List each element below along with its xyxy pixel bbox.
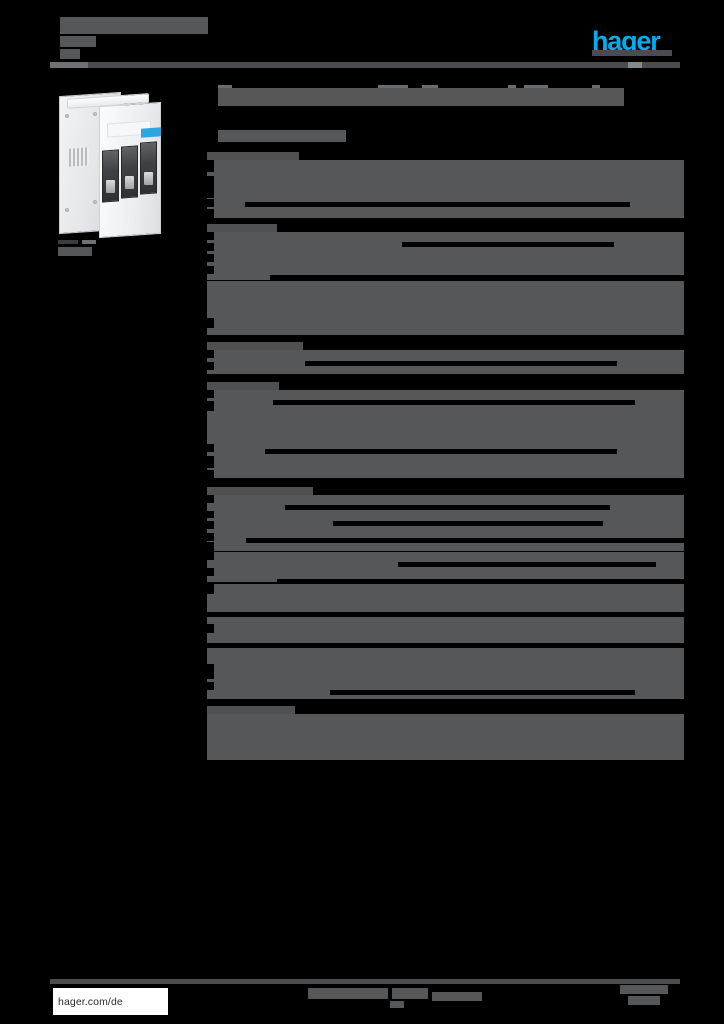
row-gutter bbox=[207, 209, 214, 218]
footer-page-number-redacted bbox=[628, 996, 660, 1005]
row-gutter bbox=[207, 176, 214, 198]
row-leader bbox=[333, 521, 603, 526]
section-header-redacted bbox=[207, 152, 299, 160]
footer-center-text-redacted bbox=[432, 992, 482, 1001]
product-screw bbox=[93, 112, 97, 116]
row-leader bbox=[330, 690, 635, 695]
product-blue-accent bbox=[141, 127, 161, 138]
product-screw bbox=[65, 114, 69, 118]
row-gutter bbox=[207, 444, 214, 452]
table-section bbox=[207, 281, 684, 335]
row-gutter bbox=[207, 511, 214, 518]
table-section bbox=[207, 160, 684, 218]
row-gutter bbox=[207, 521, 214, 529]
product-terminal-pin bbox=[125, 176, 134, 189]
row-gutter bbox=[207, 456, 214, 468]
row-gutter bbox=[207, 318, 214, 328]
section-header-redacted bbox=[207, 224, 277, 232]
image-caption-redacted bbox=[58, 240, 78, 244]
product-screw bbox=[93, 200, 97, 204]
footer-center-sub-redacted bbox=[390, 1001, 404, 1008]
header-title-redacted bbox=[60, 17, 208, 34]
table-section bbox=[207, 584, 684, 612]
row-gutter bbox=[207, 362, 214, 370]
document-title-redacted bbox=[218, 88, 624, 106]
product-screw bbox=[65, 208, 69, 212]
hager-logo: hager bbox=[592, 26, 661, 56]
hager-logo-underline bbox=[592, 50, 672, 56]
header-divider-cap-left bbox=[50, 62, 88, 68]
row-leader bbox=[305, 361, 617, 366]
row-leader bbox=[246, 538, 684, 543]
row-gutter bbox=[207, 266, 214, 274]
row-gutter bbox=[207, 243, 214, 251]
row-gutter bbox=[207, 568, 214, 576]
table-section bbox=[207, 648, 684, 674]
row-gutter bbox=[207, 350, 214, 358]
row-leader bbox=[277, 644, 684, 649]
product-image bbox=[55, 88, 167, 239]
row-leader bbox=[277, 612, 684, 617]
product-fuse-slot bbox=[102, 149, 119, 203]
footer-url-box[interactable]: hager.com/de bbox=[53, 988, 168, 1015]
table-section bbox=[207, 552, 684, 582]
row-gutter bbox=[207, 682, 214, 690]
header-subtitle-secondary-redacted bbox=[60, 49, 80, 59]
row-leader bbox=[270, 275, 684, 280]
row-gutter bbox=[207, 232, 214, 240]
title-ascender bbox=[218, 85, 232, 89]
table-section bbox=[207, 714, 684, 760]
title-ascender bbox=[592, 85, 600, 89]
header-divider bbox=[50, 62, 680, 68]
row-leader bbox=[243, 375, 263, 380]
row-gutter bbox=[207, 542, 214, 551]
footer-center-text-redacted bbox=[308, 988, 388, 999]
row-leader bbox=[265, 449, 617, 454]
row-gutter bbox=[207, 664, 214, 674]
row-leader bbox=[245, 202, 630, 207]
row-leader bbox=[402, 242, 614, 247]
row-gutter bbox=[207, 552, 214, 560]
section-header-redacted bbox=[207, 487, 313, 495]
title-ascender bbox=[378, 85, 408, 89]
row-gutter bbox=[207, 470, 214, 478]
row-leader bbox=[273, 400, 635, 405]
footer-divider bbox=[50, 979, 680, 984]
row-gutter bbox=[207, 199, 214, 207]
row-gutter bbox=[207, 390, 214, 398]
section-header-redacted bbox=[207, 382, 279, 390]
footer-center-text-redacted bbox=[392, 988, 428, 999]
row-gutter bbox=[207, 533, 214, 541]
section-header-redacted bbox=[207, 342, 303, 350]
row-leader bbox=[285, 505, 610, 510]
footer-url[interactable]: hager.com/de bbox=[58, 995, 123, 1008]
row-leader bbox=[285, 375, 303, 380]
product-vent-grill bbox=[69, 147, 89, 167]
section-header-redacted bbox=[207, 706, 295, 714]
product-terminal-pin bbox=[106, 180, 115, 193]
row-gutter bbox=[207, 401, 214, 411]
footer-right-text-redacted bbox=[620, 985, 668, 994]
row-leader bbox=[398, 562, 656, 567]
product-terminal-pin bbox=[144, 172, 153, 185]
document-subtitle-redacted bbox=[218, 130, 346, 142]
image-caption-mark-redacted bbox=[82, 240, 96, 244]
title-ascender bbox=[422, 85, 438, 89]
title-ascender bbox=[524, 85, 548, 89]
image-caption-line-redacted bbox=[58, 247, 92, 256]
table-section bbox=[207, 232, 684, 280]
table-section bbox=[207, 617, 684, 643]
row-gutter bbox=[207, 624, 214, 633]
row-leader bbox=[277, 579, 684, 584]
header-divider-cap-right bbox=[628, 62, 642, 68]
product-fuse-slot bbox=[121, 145, 138, 199]
row-gutter bbox=[207, 584, 214, 594]
row-gutter bbox=[207, 254, 214, 262]
row-gutter bbox=[207, 160, 214, 172]
row-gutter bbox=[207, 495, 214, 503]
row-gutter bbox=[207, 671, 214, 679]
header-subtitle-redacted bbox=[60, 36, 96, 47]
title-ascender bbox=[508, 85, 516, 89]
product-fuse-slot bbox=[140, 141, 157, 195]
